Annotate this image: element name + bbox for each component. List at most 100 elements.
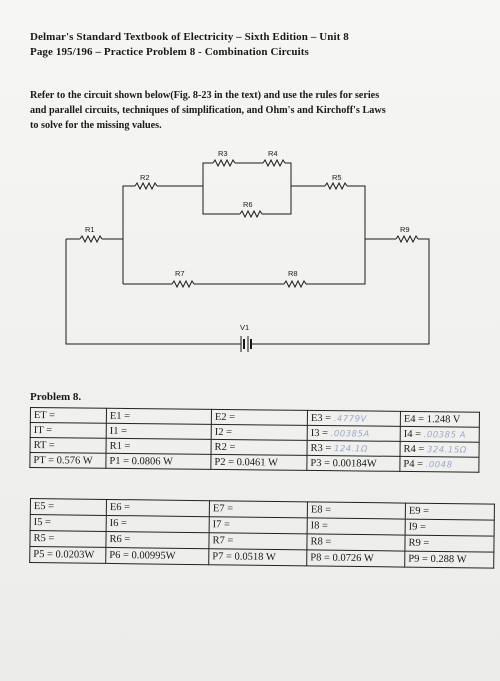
cell-label: E3 = [310, 412, 332, 424]
table-cell: I8 = [307, 517, 406, 536]
handwritten-answer: .4779V [333, 413, 367, 425]
resistor-r2 [134, 181, 158, 191]
table-cell: R5 = [29, 530, 107, 548]
cell-label: I4 = [403, 428, 422, 440]
wire [202, 171, 240, 215]
table-cell: P5 = 0.0203W [29, 546, 106, 564]
cell-label: P5 = 0.0203W [33, 549, 95, 561]
cell-label: E5 = [33, 501, 55, 513]
table-cell: E5 = [30, 498, 107, 516]
handwritten-answer: .00385 A [423, 429, 466, 441]
label-r8: R8 [288, 269, 298, 278]
table-cell: I7 = [209, 516, 308, 534]
instruction-line: to solve for the missing values. [30, 120, 162, 131]
cell-label: E2 = [214, 411, 236, 423]
cell-label: I6 = [109, 517, 128, 530]
wire [306, 239, 366, 285]
resistor-r8 [283, 279, 307, 289]
problem-title: Problem 8. [30, 391, 82, 403]
cell-label: I9 = [408, 521, 427, 533]
cell-label: P8 = 0.0726 W [310, 552, 374, 565]
table-cell: I1 = [106, 423, 212, 440]
cell-label: R7 = [212, 535, 234, 547]
table-cell: E9 = [405, 503, 495, 521]
table-cell: I6 = [106, 515, 210, 533]
table-cell: I9 = [405, 519, 495, 537]
wire [251, 238, 430, 345]
resistor-r4 [262, 158, 286, 168]
table-cell: P3 = 0.00184W [306, 455, 401, 472]
label-r2: R2 [140, 173, 150, 182]
table-cell: R4 = 324.15Ω [400, 441, 480, 458]
header-title: Delmar's Standard Textbook of Electricit… [30, 31, 349, 43]
cell-label: ET = [33, 409, 56, 421]
table-cell: R7 = [208, 532, 308, 550]
label-r9: R9 [400, 225, 410, 234]
cell-label: P3 = 0.00184W [310, 457, 377, 470]
resistor-r6 [239, 209, 263, 219]
wire [102, 238, 124, 284]
battery-v1 [240, 336, 252, 352]
table-cell: P7 = 0.0518 W [208, 548, 307, 566]
handwritten-answer: 124.1Ω [333, 443, 368, 455]
wire [347, 185, 366, 239]
table-cell: IT = [30, 422, 107, 439]
cell-label: I7 = [212, 519, 231, 531]
handwritten-answer: .00385A [330, 428, 370, 440]
resistor-r1 [79, 234, 103, 244]
cell-label: R8 = [310, 536, 332, 548]
table-cell: R9 = [404, 535, 495, 553]
cell-label: I8 = [310, 520, 329, 532]
wire [202, 162, 213, 171]
table-cell: E1 = [106, 408, 212, 425]
resistor-r7 [171, 279, 195, 289]
cell-label: R9 = [408, 537, 430, 549]
table-cell: P6 = 0.00995W [105, 547, 209, 565]
table-cell: I2 = [211, 424, 308, 441]
instruction-line: and parallel circuits, techniques of sim… [30, 105, 386, 116]
cell-label: I5 = [33, 517, 52, 529]
table-cell: E2 = [211, 409, 308, 426]
table-cell: E8 = [307, 501, 406, 520]
cell-label: E6 = [109, 501, 131, 514]
cell-label: E4 = 1.248 V [403, 413, 461, 426]
cell-label: E9 = [408, 505, 430, 517]
table-cell: R3 = 124.1Ω [307, 440, 401, 457]
handwritten-answer: 324.15Ω [426, 444, 467, 456]
table-cell: R8 = [306, 533, 406, 552]
table-cell: E6 = [106, 499, 210, 517]
instructions: Refer to the circuit shown below(Fig. 8-… [30, 88, 480, 133]
cell-label: E8 = [310, 504, 332, 516]
cell-label: P4 = [403, 458, 424, 470]
cell-label: E7 = [212, 503, 234, 515]
circuit-diagram: R3 R4 R2 R5 R6 R1 R9 R7 R8 V1 [65, 149, 430, 352]
cell-label: R5 = [33, 533, 55, 545]
cell-label: PT = 0.576 W [33, 454, 93, 467]
table-cell: P1 = 0.0806 W [105, 453, 212, 470]
wire [262, 162, 292, 215]
table-cell: R1 = [106, 438, 212, 455]
instruction-line: Refer to the circuit shown below(Fig. 8-… [30, 90, 380, 101]
cell-label: R6 = [109, 533, 131, 546]
cell-label: P6 = 0.00995W [109, 549, 176, 562]
cell-label: IT = [33, 424, 53, 436]
wire [65, 239, 241, 345]
label-r6: R6 [243, 200, 253, 209]
label-r1: R1 [85, 225, 95, 234]
cell-label: R2 = [214, 441, 236, 453]
resistor-r9 [395, 234, 419, 244]
table-cell: I3 = .00385A [307, 425, 401, 442]
table-cell: RT = [30, 437, 107, 454]
table-cell: E3 = .4779V [307, 410, 401, 427]
table-cell: R2 = [211, 439, 308, 456]
cell-label: P7 = 0.0518 W [212, 551, 276, 564]
header-subtitle: Page 195/196 – Practice Problem 8 - Comb… [30, 46, 309, 58]
cell-label: R4 = [403, 443, 425, 455]
cell-label: P2 = 0.0461 W [214, 456, 278, 469]
wire [122, 185, 135, 239]
table-cell: E7 = [209, 500, 308, 518]
table-cell: R6 = [105, 531, 210, 549]
table-cell: ET = [30, 407, 107, 424]
